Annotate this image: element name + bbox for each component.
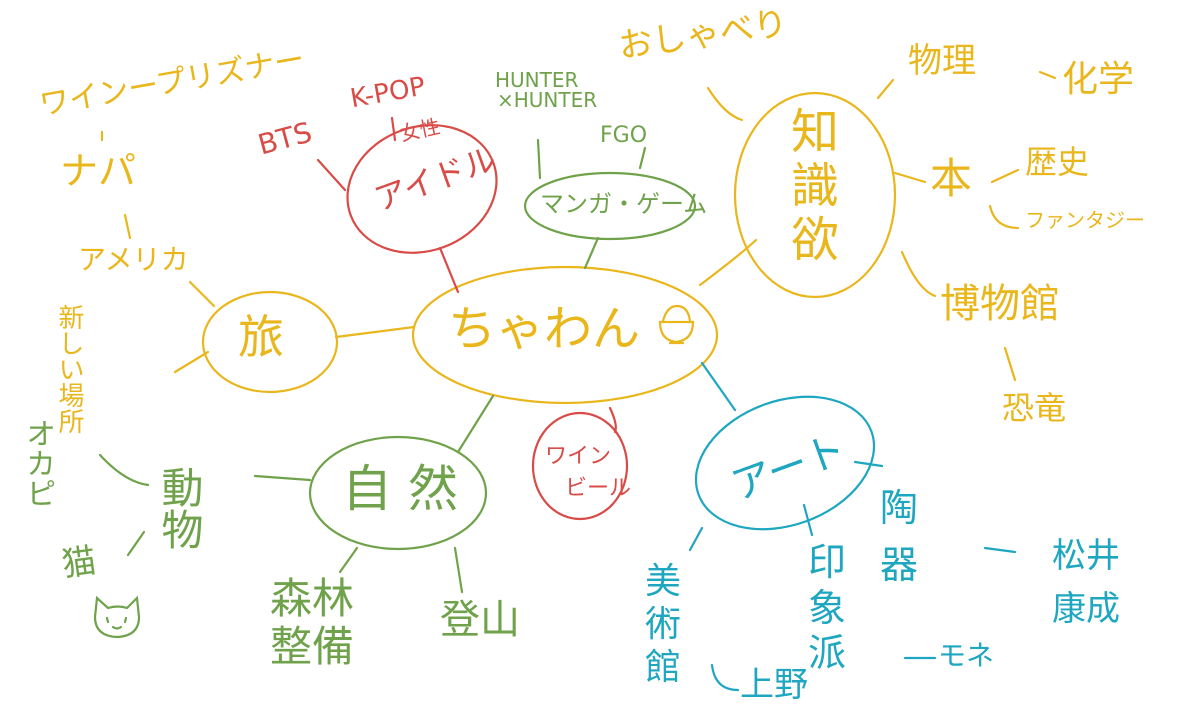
nature-animals: 動物 — [155, 466, 204, 550]
link-artmuseum-ueno — [710, 663, 740, 692]
knowledge-physics: 物理 — [908, 41, 976, 81]
link-center-nature — [456, 394, 495, 454]
knowledge-museum: 博物館 — [940, 281, 1060, 327]
link-knowledge-physics — [876, 78, 895, 100]
link-art-artmuseum — [688, 526, 704, 552]
drink-wine: ワイン — [545, 444, 612, 469]
link-manga-hunter — [536, 138, 542, 180]
link-book-fantasy — [988, 204, 1020, 230]
travel-label: 旅 — [238, 310, 284, 364]
knowledge-history: 歴史 — [1025, 143, 1090, 181]
art-pottery: 陶器 — [880, 486, 919, 587]
knowledge-chemistry: 化学 — [1062, 59, 1135, 100]
link-center-art — [700, 361, 737, 412]
link-physics-chemistry — [1038, 70, 1057, 80]
art-impressionism: 印象派 — [808, 540, 847, 676]
link-pottery-artist — [983, 546, 1017, 554]
nature-climbing: 登山 — [440, 597, 520, 643]
art-artist: 松井康成 — [1052, 536, 1120, 629]
link-knowledge-talk — [706, 86, 744, 122]
link-center-idol — [438, 246, 460, 294]
knowledge-bubble — [733, 91, 897, 299]
link-idol-kpop — [390, 116, 397, 142]
knowledge-dinosaur: 恐竜 — [1002, 389, 1067, 427]
link-art-pottery — [853, 460, 884, 468]
knowledge-book: 本 — [930, 154, 973, 203]
manga-item-xhunter: ×HUNTER — [497, 88, 598, 112]
art-monet: モネ — [938, 639, 995, 672]
center-bubble — [411, 265, 719, 405]
travel-napa: ナパ — [60, 149, 137, 193]
idol-bubble — [346, 124, 498, 254]
link-travel-newplaces — [173, 350, 210, 374]
manga-item-hunter: HUNTER — [495, 68, 579, 92]
knowledge-label: 知識欲 — [782, 106, 838, 268]
link-nature-climbing — [453, 546, 464, 594]
link-animals-cat — [126, 530, 146, 557]
link-travel-america — [188, 280, 216, 308]
link-animals-okapi — [98, 453, 150, 487]
art-bubble — [694, 395, 876, 531]
manga-bubble — [523, 171, 697, 241]
link-center-manga — [583, 236, 600, 270]
rice-bowl-icon — [658, 304, 695, 345]
art-ueno: 上野 — [740, 665, 808, 705]
nature-okapi: オカピ — [20, 418, 55, 508]
link-museum-dinosaur — [1003, 346, 1017, 382]
nature-cat: 猫 — [59, 540, 99, 586]
link-america-napa — [123, 213, 132, 240]
art-art-museum: 美術館 — [645, 561, 682, 689]
knowledge-fantasy: ファンタジー — [1025, 208, 1145, 232]
drink-bubble — [531, 411, 629, 521]
center-label: ちゃわん — [448, 301, 641, 357]
link-knowledge-book — [893, 171, 927, 184]
link-knowledge-museum — [900, 250, 937, 298]
link-book-history — [990, 168, 1020, 184]
link-center-drink — [608, 406, 617, 434]
cat-face-icon — [93, 595, 141, 639]
link-idol-bts — [316, 158, 347, 192]
nature-bubble — [308, 435, 488, 551]
manga-item-fgo: FGO — [600, 123, 648, 148]
drink-beer: ビール — [565, 476, 632, 501]
nature-forest: 森林整備 — [270, 574, 355, 672]
travel-new-places: 新しい場所 — [54, 304, 84, 434]
link-art-impressionism — [802, 503, 814, 537]
link-center-knowledge — [698, 238, 758, 287]
nature-label: 自然 — [342, 460, 474, 518]
link-nature-animals — [253, 474, 312, 482]
manga-label: マンガ・ゲーム — [540, 190, 708, 218]
travel-bubble — [201, 290, 339, 394]
link-manga-fgo — [638, 146, 647, 170]
link-center-travel — [334, 325, 416, 339]
travel-america: アメリカ — [78, 243, 189, 276]
link-nature-forest — [338, 546, 359, 574]
